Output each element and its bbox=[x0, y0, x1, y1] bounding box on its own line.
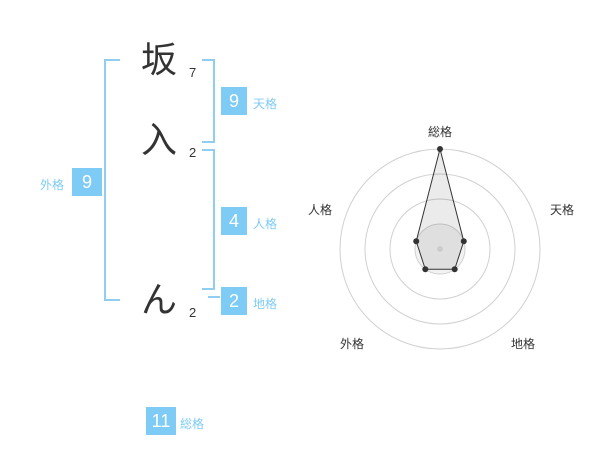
chikaku-connector bbox=[208, 296, 220, 298]
radar-ring-3 bbox=[364, 173, 516, 325]
tenkaku-value: 9 bbox=[221, 87, 247, 115]
stroke-count-2: 2 bbox=[189, 145, 197, 160]
radar-point-2 bbox=[451, 266, 458, 273]
gaikaku-label: 外格 bbox=[40, 178, 65, 192]
radar-axis-label-jinkaku: 人格 bbox=[308, 203, 333, 217]
radar-points bbox=[413, 146, 467, 273]
stroke-count-3: 2 bbox=[189, 305, 197, 320]
radar-axis-label-soukaku: 総格 bbox=[428, 125, 453, 139]
jinkaku-label: 人格 bbox=[253, 217, 278, 231]
radar-axis-label-chikaku: 地格 bbox=[511, 337, 536, 351]
jinkaku-value: 4 bbox=[221, 207, 247, 235]
radar-ring-2 bbox=[389, 198, 491, 300]
gaikaku-bracket bbox=[104, 59, 120, 301]
radar-point-0 bbox=[437, 146, 443, 152]
name-char-3: ん bbox=[141, 280, 178, 321]
radar-point-4 bbox=[413, 238, 420, 245]
gaikaku-value: 9 bbox=[72, 168, 102, 196]
radar-axis-label-gaikaku: 外格 bbox=[340, 337, 365, 351]
tenkaku-bracket bbox=[202, 59, 215, 143]
jinkaku-bracket bbox=[202, 149, 215, 290]
stroke-count-1: 7 bbox=[189, 65, 197, 80]
chikaku-value: 2 bbox=[221, 287, 247, 315]
name-char-1: 坂 bbox=[141, 40, 178, 81]
radar-data-polygon bbox=[415, 148, 465, 270]
name-char-2: 入 bbox=[141, 120, 178, 161]
soukaku-value: 11 bbox=[146, 407, 176, 435]
radar-point-3 bbox=[422, 266, 429, 273]
chikaku-label: 地格 bbox=[253, 297, 278, 311]
radar-point-1 bbox=[460, 238, 467, 245]
tenkaku-label: 天格 bbox=[253, 97, 278, 111]
radar-axis-label-tenkaku: 天格 bbox=[550, 203, 575, 217]
radar-center-dot bbox=[437, 246, 443, 252]
soukaku-label: 総格 bbox=[180, 417, 205, 431]
